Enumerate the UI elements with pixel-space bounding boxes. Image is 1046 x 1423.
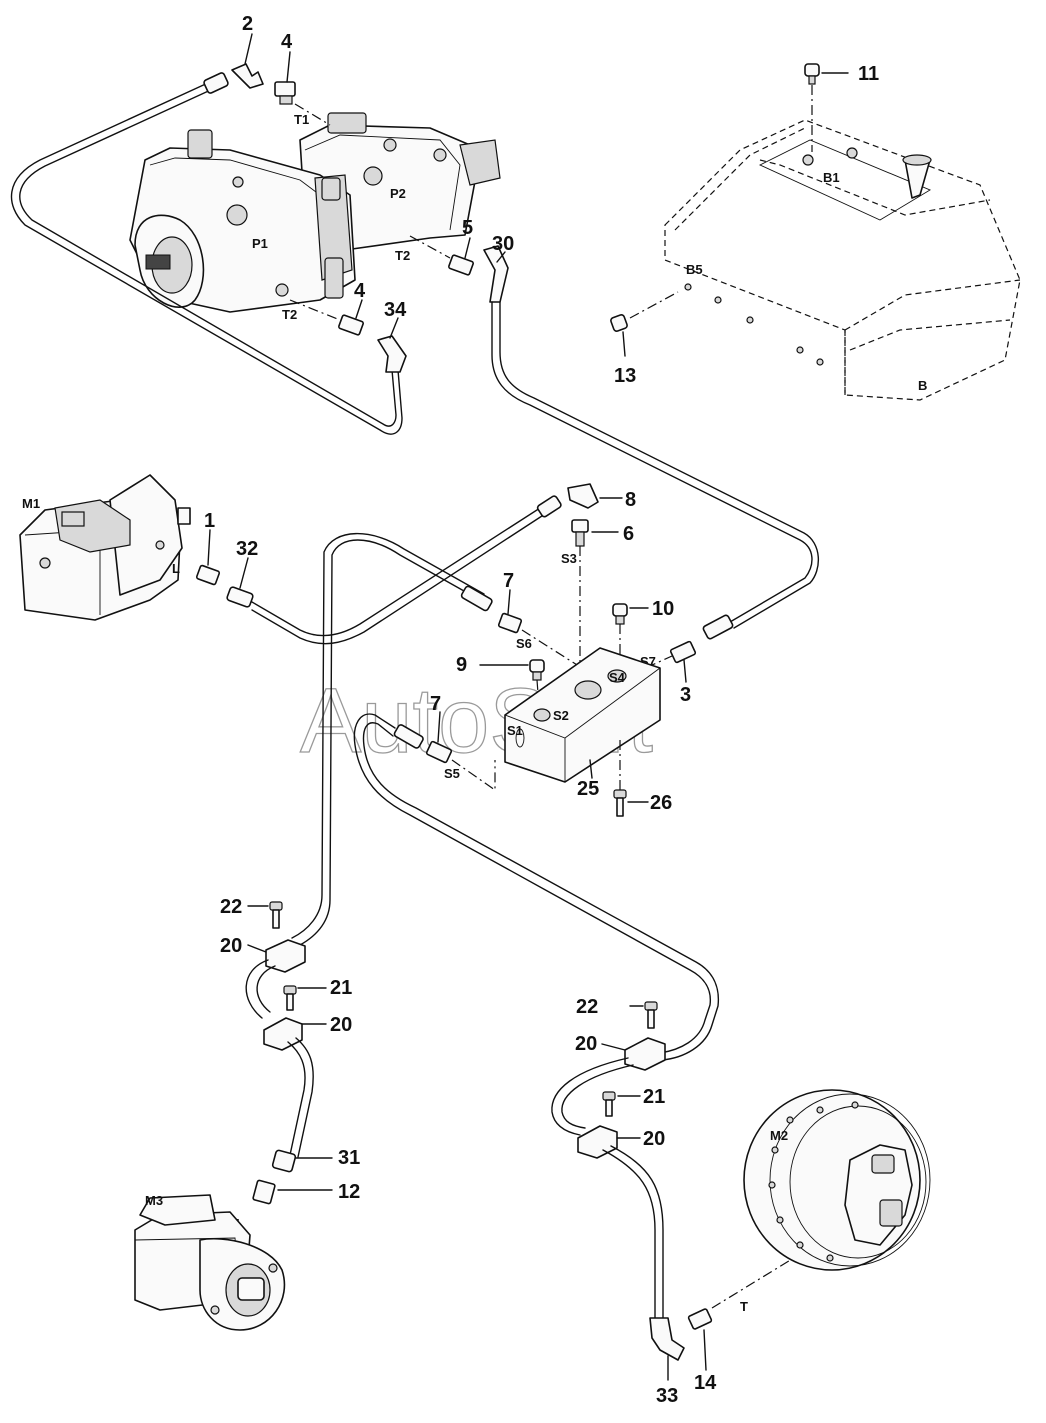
fitting-4-lower [289,299,364,336]
label-s1: S1 [507,723,523,738]
callout-33: 33 [656,1385,678,1407]
hose-left-drop [291,532,493,946]
label-b5: B5 [686,262,703,277]
hydraulic-tank-b [664,119,1021,401]
label-t: T [740,1299,748,1314]
plug-13 [610,291,679,357]
callout-12: 12 [338,1181,360,1203]
hose-30 [483,245,820,640]
callout-7-top: 7 [503,570,514,592]
callout-30: 30 [492,233,514,255]
hose-right-drop [353,713,720,1061]
callout-34: 34 [384,299,407,321]
callout-26: 26 [650,792,672,814]
clamp-group-left [245,901,333,1173]
callout-8: 8 [625,489,636,511]
callout-21-left: 21 [330,977,352,999]
callout-20-left-upper: 20 [220,935,242,957]
label-s2: S2 [553,708,569,723]
callout-20-left-lower: 20 [330,1014,352,1036]
callout-22-left: 22 [220,896,242,918]
callout-21-right: 21 [643,1086,665,1108]
plug-9 [479,659,545,721]
callout-20-right-lower: 20 [643,1128,665,1150]
label-p1: P1 [252,236,268,251]
motor-m1 [19,474,191,621]
callout-20-right-upper: 20 [575,1033,597,1055]
fitting-5 [409,235,474,276]
label-s5: S5 [444,766,460,781]
callout-9: 9 [456,654,467,676]
fitting-14 [687,1244,816,1371]
callout-5: 5 [462,217,473,239]
callout-3: 3 [680,684,691,706]
callout-32: 32 [236,538,258,560]
bolt-26 [613,789,649,817]
fitting-7-lower [425,711,496,792]
label-p2: P2 [390,186,406,201]
plug-11 [804,63,849,152]
plug-10 [612,603,649,660]
label-l-m1: L [172,561,180,576]
motor-m3 [134,1194,286,1331]
label-m2: M2 [770,1128,788,1143]
fitting-6 [571,519,619,662]
callout-25: 25 [577,778,599,800]
fitting-12 [252,1179,333,1205]
callout-6: 6 [623,523,634,545]
callout-13: 13 [614,365,636,387]
valve-block-25 [504,647,661,790]
label-m1: M1 [22,496,40,511]
label-s6: S6 [516,636,532,651]
hose-2-34 [10,72,403,435]
callout-14: 14 [694,1372,717,1394]
callout-7-lower: 7 [430,693,441,715]
callout-10: 10 [652,598,674,620]
label-t1: T1 [294,112,309,127]
label-t2-p2: T2 [395,248,410,263]
callout-22-right: 22 [576,996,598,1018]
callout-4-lower: 4 [354,280,366,302]
clamp-group-right [551,1001,685,1381]
label-t2-p1: T2 [282,307,297,322]
label-b1: B1 [823,170,840,185]
elbow-2 [231,33,264,89]
callout-31: 31 [338,1147,360,1169]
motor-m2 [743,1089,931,1271]
label-s3: S3 [561,551,577,566]
fitting-1 [195,529,221,586]
callout-2: 2 [242,13,253,35]
label-s4: S4 [609,670,626,685]
fitting-7-top [497,589,586,671]
elbow-8 [567,483,623,509]
pump-assembly-p1-p2 [129,112,501,313]
callout-4-top: 4 [281,31,293,53]
elbow-34 [377,317,407,373]
label-b: B [918,378,927,393]
callout-1: 1 [204,510,215,532]
fitting-4-top [274,51,331,126]
label-m3: M3 [145,1193,163,1208]
callout-11: 11 [858,63,879,85]
